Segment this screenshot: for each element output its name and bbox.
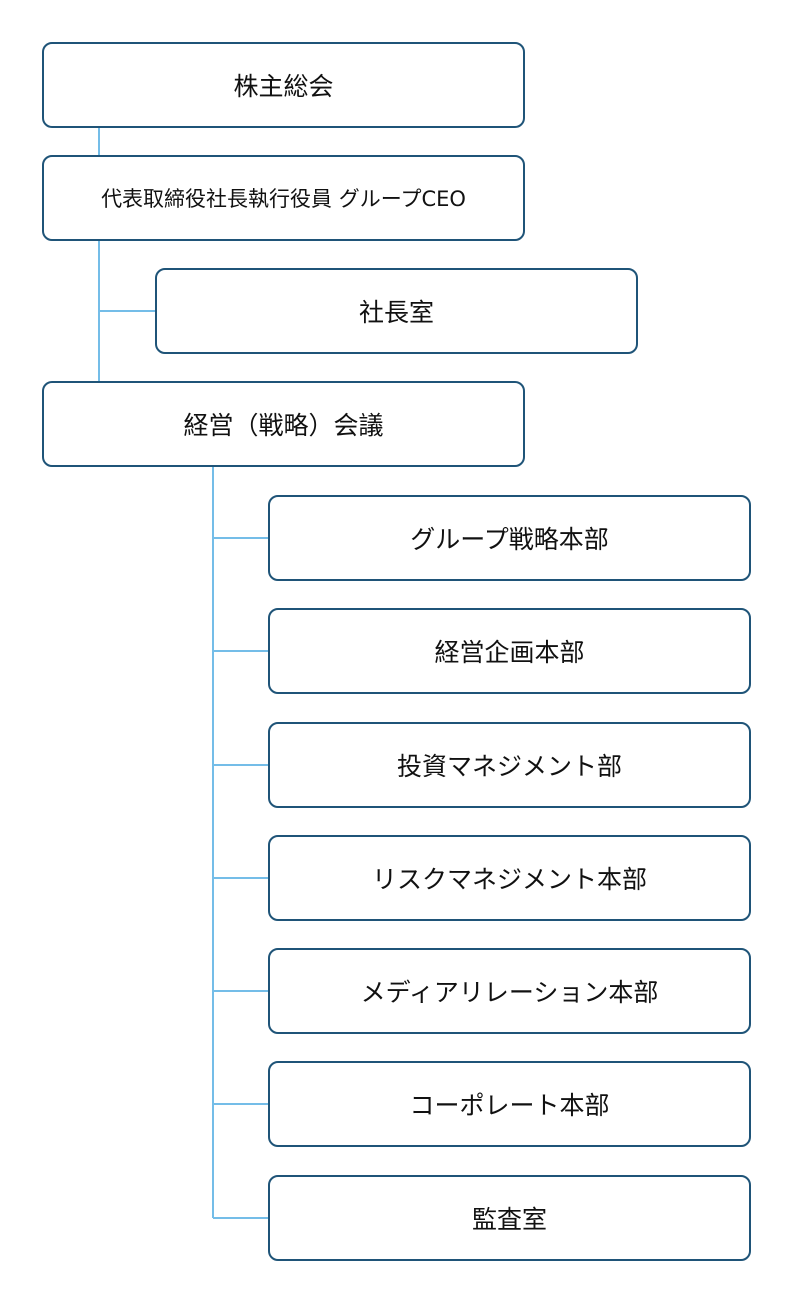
node-label: 社長室 — [358, 298, 434, 327]
node-label: 代表取締役社長執行役員 グループCEO — [101, 187, 466, 211]
node-label: リスクマネジメント本部 — [371, 865, 647, 894]
node-division: 監査室 — [268, 1175, 751, 1261]
node-division: 経営企画本部 — [268, 608, 751, 694]
node-division: グループ戦略本部 — [268, 495, 751, 581]
node-label: 経営企画本部 — [434, 638, 585, 667]
node-division: リスクマネジメント本部 — [268, 835, 751, 921]
node-division: メディアリレーション本部 — [268, 948, 751, 1034]
node-label: 投資マネジメント部 — [396, 752, 622, 781]
node-president-office: 社長室 — [155, 268, 638, 354]
node-division: 投資マネジメント部 — [268, 722, 751, 808]
node-label: 株主総会 — [233, 72, 334, 101]
node-management-council: 経営（戦略）会議 — [42, 381, 525, 467]
node-label: グループ戦略本部 — [410, 525, 609, 554]
node-shareholders-meeting: 株主総会 — [42, 42, 525, 128]
node-label: メディアリレーション本部 — [360, 978, 659, 1007]
node-label: 監査室 — [471, 1205, 547, 1234]
node-division: コーポレート本部 — [268, 1061, 751, 1147]
node-ceo: 代表取締役社長執行役員 グループCEO — [42, 155, 525, 241]
node-label: コーポレート本部 — [409, 1091, 610, 1120]
node-label: 経営（戦略）会議 — [183, 411, 384, 440]
